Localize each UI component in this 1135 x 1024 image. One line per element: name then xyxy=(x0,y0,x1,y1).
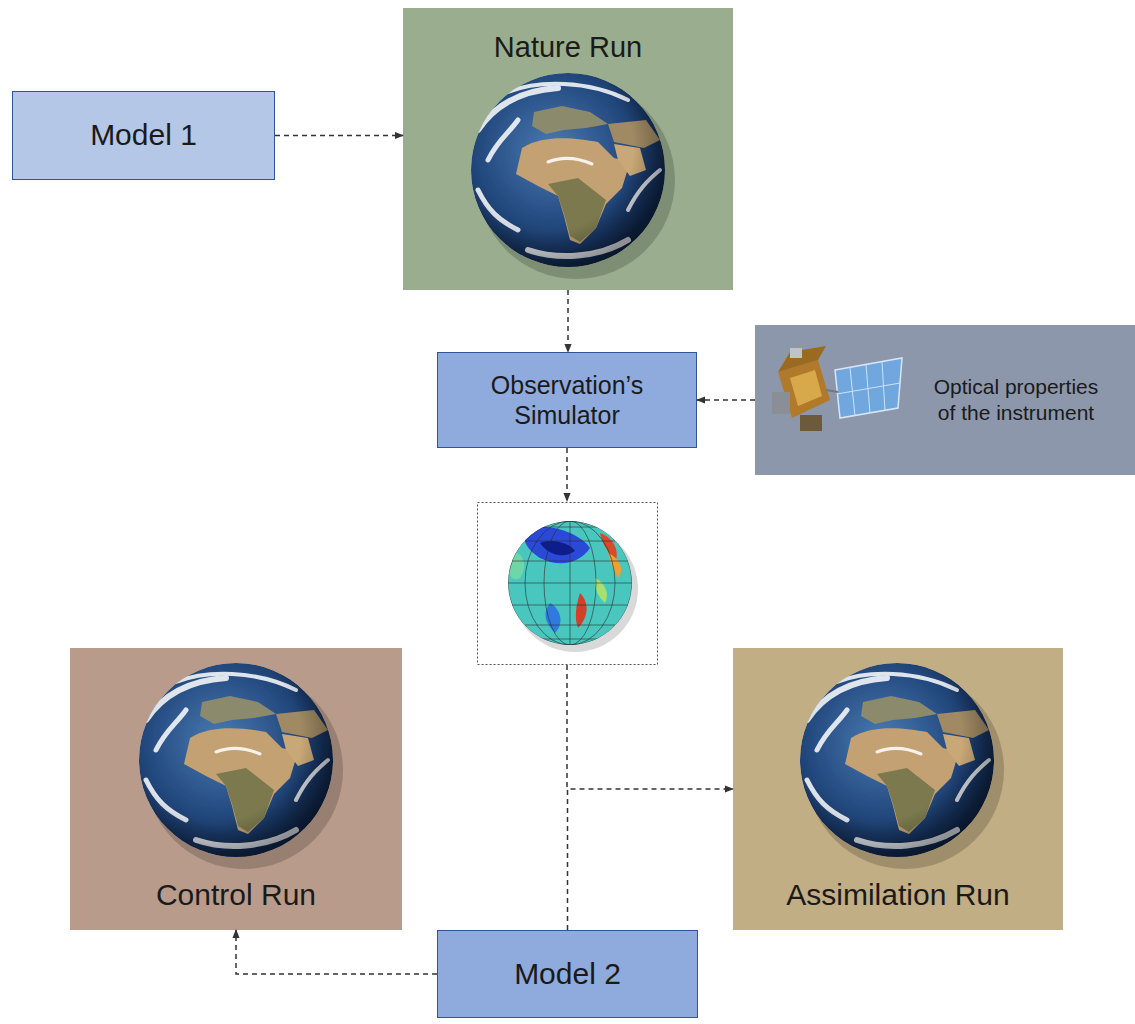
simulator-box: Observation’s Simulator xyxy=(437,352,697,448)
instrument-panel: Optical properties of the instrument xyxy=(755,325,1135,475)
model-box: Model 2 xyxy=(437,930,698,1018)
dashed-arrow xyxy=(568,789,734,930)
assimilation-run-panel: Assimilation Run xyxy=(733,648,1063,930)
earth-picture xyxy=(139,663,343,869)
dashed-arrow xyxy=(236,930,437,974)
dashed-arrow xyxy=(275,135,403,137)
control-run-panel: Control Run xyxy=(70,648,402,930)
model-box: Model 1 xyxy=(12,91,275,180)
dashed-arrow xyxy=(566,448,568,501)
nature-run-panel: Nature Run xyxy=(403,8,733,290)
node-label: Model 1 xyxy=(90,117,197,154)
node-label: Model 2 xyxy=(514,956,621,993)
earth-picture xyxy=(471,73,675,279)
node-label: Control Run xyxy=(156,877,316,914)
satellite-picture xyxy=(772,346,902,431)
dashed-line xyxy=(566,665,568,790)
node-label: Optical properties of the instrument xyxy=(934,374,1099,425)
node-label: Observation’s Simulator xyxy=(450,370,684,431)
node-label: Nature Run xyxy=(494,30,642,65)
node-label: Assimilation Run xyxy=(786,877,1009,914)
earth-picture xyxy=(800,663,1004,869)
dotted-frame xyxy=(478,503,658,665)
dashed-arrow xyxy=(697,399,755,401)
dashed-arrow xyxy=(567,290,569,352)
map-globe xyxy=(507,521,638,652)
